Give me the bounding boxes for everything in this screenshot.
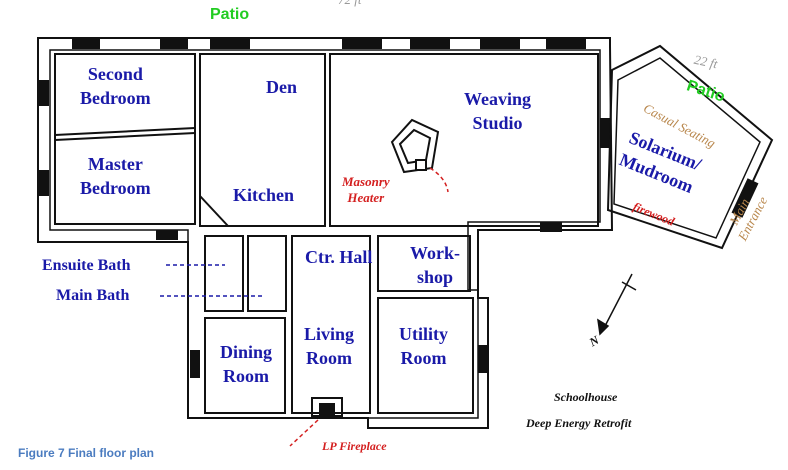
dimension-top: 72 ft <box>338 0 361 12</box>
room-master-bedroom: Master Bedroom <box>80 154 151 198</box>
room-ctr-hall: Ctr. Hall <box>305 247 373 267</box>
plan-title: Schoolhouse <box>554 390 618 404</box>
patio-north: Patio <box>210 6 250 23</box>
dimension-side: 22 ft <box>692 51 719 72</box>
room-workshop: Work- shop <box>410 243 461 287</box>
room-kitchen: Kitchen <box>233 185 294 205</box>
leader-lines <box>160 167 449 447</box>
figure-caption: Figure 7 Final floor plan <box>18 446 155 460</box>
label-main-bath: Main Bath <box>56 287 130 304</box>
room-den: Den <box>266 77 297 97</box>
label-masonry-heater: Masonry Heater <box>342 174 390 205</box>
masonry-heater-shape <box>390 118 440 174</box>
room-weaving-studio: Weaving Studio <box>464 89 532 133</box>
room-dining-room: Dining Room <box>220 342 273 386</box>
label-ensuite-bath: Ensuite Bath <box>42 257 131 274</box>
room-second-bedroom: Second Bedroom <box>80 64 151 108</box>
room-living-room: Living Room <box>304 324 355 368</box>
room-utility-room: Utility Room <box>399 324 448 368</box>
label-lp-fireplace: LP Fireplace <box>322 439 387 453</box>
plan-subtitle: Deep Energy Retrofit <box>526 416 632 430</box>
north-arrow <box>597 273 637 336</box>
solarium-walls <box>606 44 774 250</box>
lp-fireplace-shape <box>311 397 343 417</box>
interior-walls <box>54 53 599 414</box>
